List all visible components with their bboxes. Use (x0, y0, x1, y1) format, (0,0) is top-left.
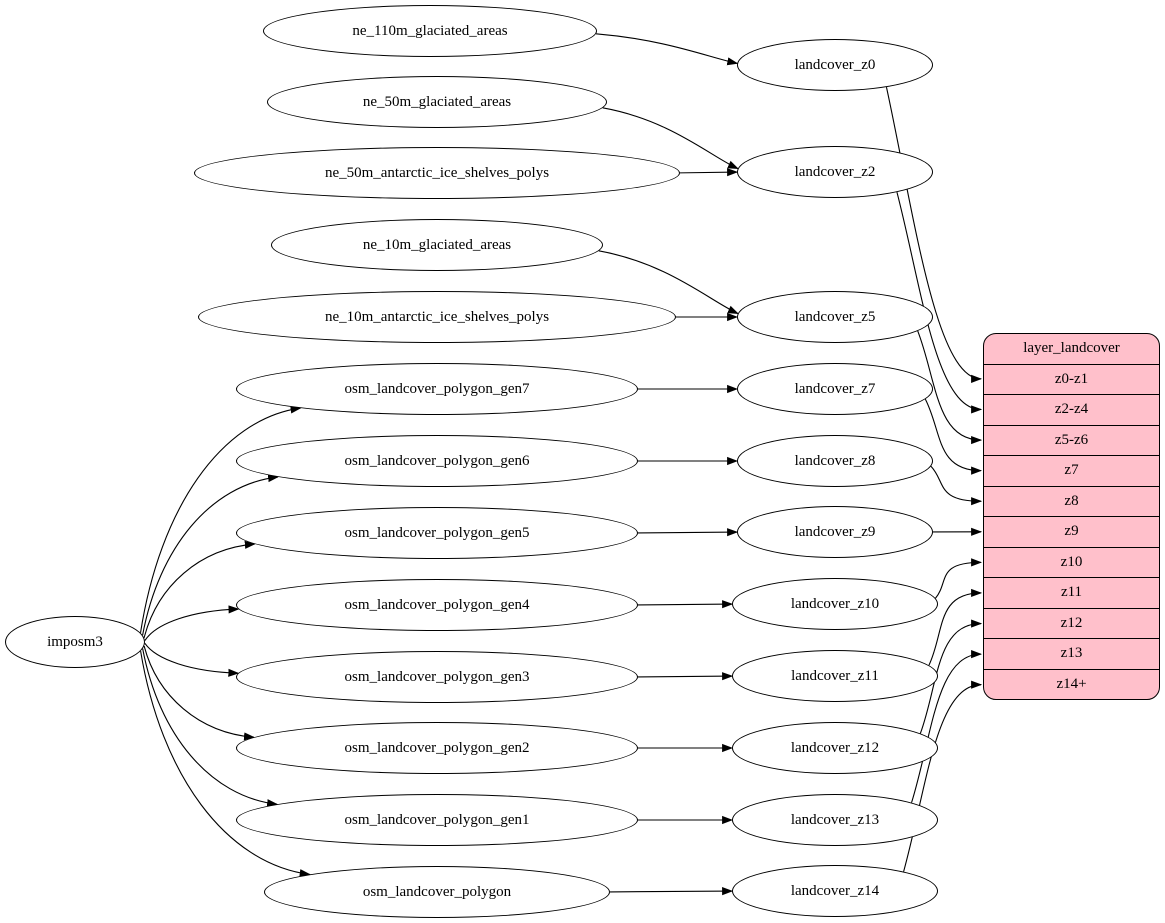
edge-imposm3-to-osm_landcover_polygon (140, 650, 311, 878)
edge-landcover_z0-to-layer_landcover-z0-z1 (885, 87, 983, 383)
node-imposm3: imposm3 (5, 616, 145, 668)
node-label: osm_landcover_polygon_gen6 (344, 452, 530, 469)
node-label: landcover_z0 (794, 56, 876, 73)
node-label: osm_landcover_polygon_gen5 (344, 524, 530, 541)
edge-ne_50m_antarctic_ice_shelves_polys-to-landcover_z2 (679, 168, 739, 177)
node-landcover_z5: landcover_z5 (737, 291, 933, 343)
edge-landcover_z14-to-layer_landcover-z14- (903, 680, 983, 872)
edge-landcover_z5-to-layer_landcover-z5-z6 (917, 330, 983, 445)
record-row-z10: z10 (984, 546, 1159, 578)
node-osm_landcover_polygon: osm_landcover_polygon (264, 866, 610, 918)
edge-imposm3-to-osm_landcover_polygon_gen3 (144, 643, 240, 677)
node-osm_landcover_polygon_gen2: osm_landcover_polygon_gen2 (236, 722, 638, 774)
node-landcover_z8: landcover_z8 (737, 435, 933, 487)
node-osm_landcover_polygon_gen6: osm_landcover_polygon_gen6 (236, 435, 638, 487)
record-title: layer_landcover (1023, 340, 1120, 357)
edge-landcover_z11-to-layer_landcover-z11 (928, 588, 983, 666)
edge-ne_110m_glaciated_areas-to-landcover_z0 (595, 33, 739, 66)
node-landcover_z2: landcover_z2 (737, 146, 933, 198)
node-label: osm_landcover_polygon_gen3 (344, 668, 530, 685)
edge-landcover_z10-to-layer_landcover-z10 (935, 558, 983, 599)
node-landcover_z7: landcover_z7 (737, 363, 933, 415)
node-label: ne_110m_glaciated_areas (352, 22, 508, 39)
edge-landcover_z12-to-layer_landcover-z12 (919, 619, 983, 734)
node-ne_110m_glaciated_areas: ne_110m_glaciated_areas (263, 5, 597, 57)
node-osm_landcover_polygon_gen7: osm_landcover_polygon_gen7 (236, 363, 638, 415)
edge-landcover_z2-to-layer_landcover-z2-z4 (896, 192, 983, 414)
record-row-z11: z11 (984, 577, 1159, 608)
record-row-z5-z6: z5-z6 (984, 424, 1159, 456)
node-landcover_z0: landcover_z0 (737, 39, 933, 91)
node-ne_10m_antarctic_ice_shelves_polys: ne_10m_antarctic_ice_shelves_polys (198, 291, 676, 343)
node-landcover_z14: landcover_z14 (732, 865, 938, 917)
record-row-z0-z1: z0-z1 (984, 363, 1159, 395)
edge-imposm3-to-osm_landcover_polygon_gen6 (142, 474, 280, 636)
node-label: landcover_z10 (790, 595, 880, 612)
node-label: ne_50m_antarctic_ice_shelves_polys (324, 164, 550, 181)
node-label: landcover_z5 (794, 308, 876, 325)
edge-imposm3-to-osm_landcover_polygon_gen1 (142, 648, 279, 808)
node-label: landcover_z13 (790, 811, 880, 828)
node-landcover_z11: landcover_z11 (732, 650, 938, 702)
record-row-z7: z7 (984, 455, 1159, 486)
node-landcover_z13: landcover_z13 (732, 794, 938, 846)
node-label: osm_landcover_polygon_gen7 (344, 380, 530, 397)
node-landcover_z10: landcover_z10 (732, 578, 938, 630)
node-ne_50m_glaciated_areas: ne_50m_glaciated_areas (267, 76, 607, 128)
node-label: imposm3 (47, 633, 103, 650)
edge-landcover_z7-to-layer_landcover-z7 (924, 398, 983, 475)
node-ne_50m_antarctic_ice_shelves_polys: ne_50m_antarctic_ice_shelves_polys (194, 147, 680, 199)
node-label: osm_landcover_polygon_gen4 (344, 596, 530, 613)
node-label: ne_10m_glaciated_areas (362, 236, 512, 253)
node-label: landcover_z2 (794, 163, 876, 180)
edge-landcover_z13-to-layer_landcover-z13 (911, 650, 983, 803)
node-label: ne_50m_glaciated_areas (362, 93, 512, 110)
node-osm_landcover_polygon_gen3: osm_landcover_polygon_gen3 (236, 651, 638, 703)
node-label: landcover_z11 (791, 667, 879, 684)
edge-osm_landcover_polygon_gen5-to-landcover_z9 (637, 528, 739, 537)
node-landcover_z12: landcover_z12 (732, 722, 938, 774)
record-row-z12: z12 (984, 607, 1159, 639)
node-landcover_z9: landcover_z9 (737, 506, 933, 558)
record-row-z14-: z14+ (984, 668, 1159, 700)
node-osm_landcover_polygon_gen4: osm_landcover_polygon_gen4 (236, 579, 638, 631)
edge-ne_50m_glaciated_areas-to-landcover_z2 (602, 107, 739, 170)
node-label: ne_10m_antarctic_ice_shelves_polys (324, 308, 550, 325)
record-row-z13: z13 (984, 638, 1159, 669)
node-label: landcover_z9 (794, 523, 876, 540)
node-label: landcover_z8 (794, 452, 876, 469)
node-label: osm_landcover_polygon_gen2 (344, 739, 530, 756)
node-ne_10m_glaciated_areas: ne_10m_glaciated_areas (271, 219, 603, 271)
record-row-z9: z9 (984, 516, 1159, 547)
edge-imposm3-to-osm_landcover_polygon_gen4 (144, 605, 240, 641)
node-label: landcover_z12 (790, 739, 880, 756)
node-label: osm_landcover_polygon (362, 883, 512, 900)
edge-osm_landcover_polygon_gen3-to-landcover_z11 (637, 672, 734, 681)
edge-landcover_z8-to-layer_landcover-z8 (930, 465, 983, 506)
edge-osm_landcover_polygon-to-landcover_z14 (609, 887, 734, 896)
node-label: osm_landcover_polygon_gen1 (344, 811, 530, 828)
edge-ne_10m_glaciated_areas-to-landcover_z5 (598, 250, 739, 314)
record-row-z2-z4: z2-z4 (984, 394, 1159, 425)
edge-imposm3-to-osm_landcover_polygon_gen2 (143, 645, 255, 741)
node-label: landcover_z7 (794, 380, 876, 397)
node-osm_landcover_polygon_gen5: osm_landcover_polygon_gen5 (236, 507, 638, 559)
node-osm_landcover_polygon_gen1: osm_landcover_polygon_gen1 (236, 794, 638, 846)
edge-osm_landcover_polygon_gen4-to-landcover_z10 (637, 600, 734, 609)
node-label: landcover_z14 (790, 882, 880, 899)
record-row-z8: z8 (984, 485, 1159, 517)
edge-imposm3-to-osm_landcover_polygon_gen5 (143, 540, 256, 638)
edge-imposm3-to-osm_landcover_polygon_gen7 (139, 405, 302, 633)
